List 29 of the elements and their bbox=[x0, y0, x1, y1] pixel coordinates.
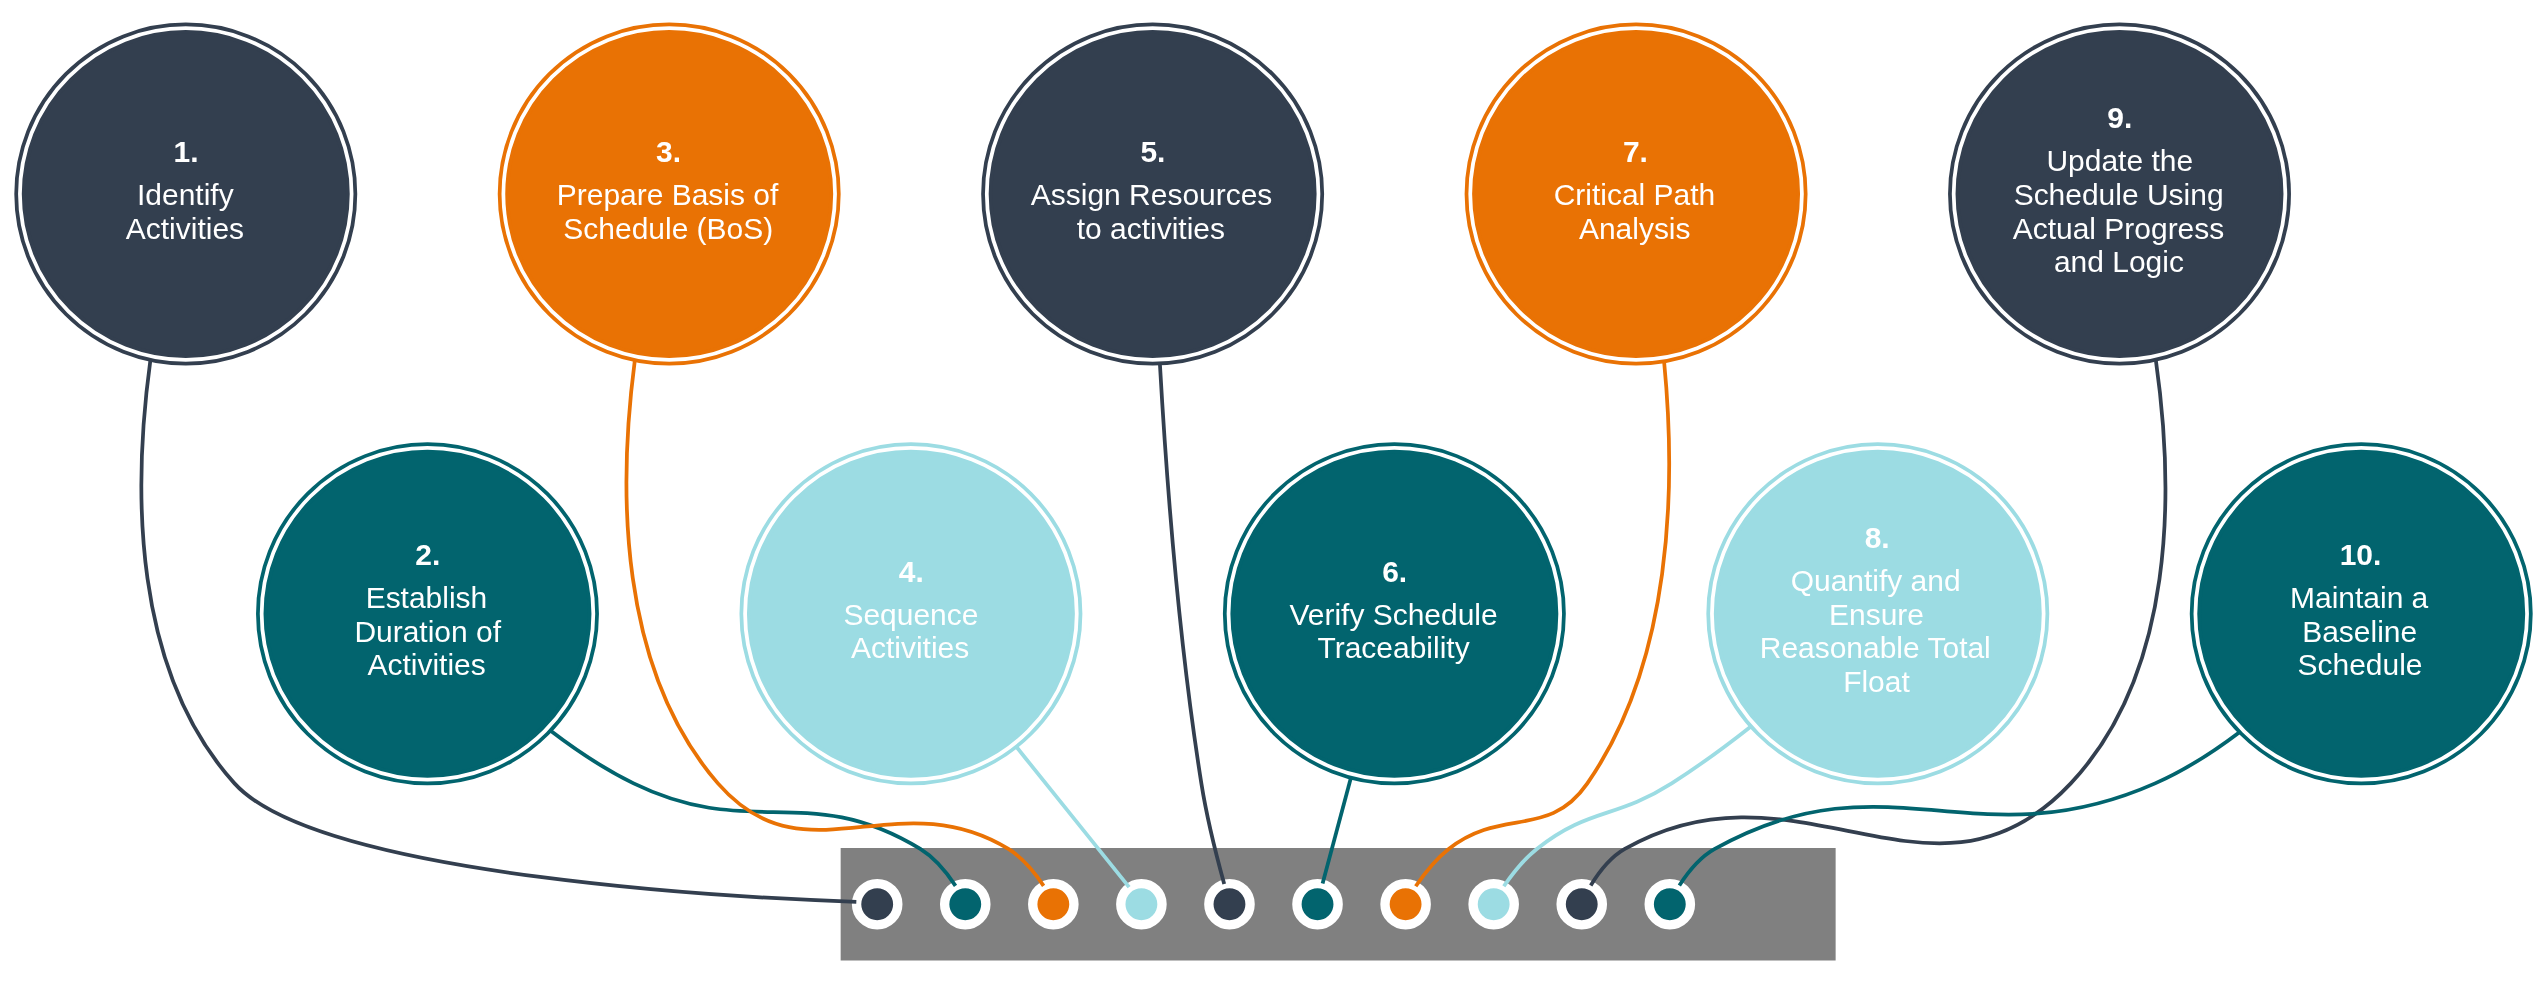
node-circle bbox=[1380, 878, 1431, 930]
node-circle: 9. Update the Schedule Using Actual Progress and Logic bbox=[1948, 22, 2291, 366]
connector bbox=[1502, 724, 1753, 888]
connector bbox=[549, 729, 958, 887]
node-circle bbox=[1116, 878, 1167, 930]
connector bbox=[1677, 730, 2241, 887]
node-circle: 5. Assign Resources to activities bbox=[981, 22, 1325, 366]
node-circle bbox=[1644, 878, 1696, 930]
node-circle bbox=[1204, 878, 1255, 930]
node-circle: 6. Verify Schedule Traceability bbox=[1222, 442, 1566, 786]
connector bbox=[1589, 359, 2168, 887]
node-circle: 2. Establish Duration of Activities bbox=[256, 442, 599, 786]
node-circle: 7. Critical Path Analysis bbox=[1464, 22, 1808, 366]
node-circle bbox=[1028, 878, 1079, 930]
node-circle bbox=[851, 878, 903, 930]
connector bbox=[624, 360, 1046, 887]
connector bbox=[139, 359, 857, 904]
node-circle: 8. Quantify and Ensure Reasonable Total Float bbox=[1706, 442, 2050, 786]
node-circle: 4. Sequence Activities bbox=[739, 442, 1083, 786]
node-circle: 1. Identify Activities bbox=[14, 22, 358, 366]
node-circle: 10. Maintain a Baseline Schedule bbox=[2189, 442, 2533, 786]
node-circle bbox=[939, 878, 991, 930]
node-circle bbox=[1556, 878, 1608, 930]
connector bbox=[1414, 361, 1672, 888]
node-circle bbox=[1292, 878, 1343, 930]
connector bbox=[1015, 746, 1131, 889]
cluster bbox=[840, 848, 1836, 961]
node-circle: 3. Prepare Basis of Schedule (BoS) bbox=[497, 22, 841, 366]
node-circle bbox=[1468, 878, 1519, 930]
